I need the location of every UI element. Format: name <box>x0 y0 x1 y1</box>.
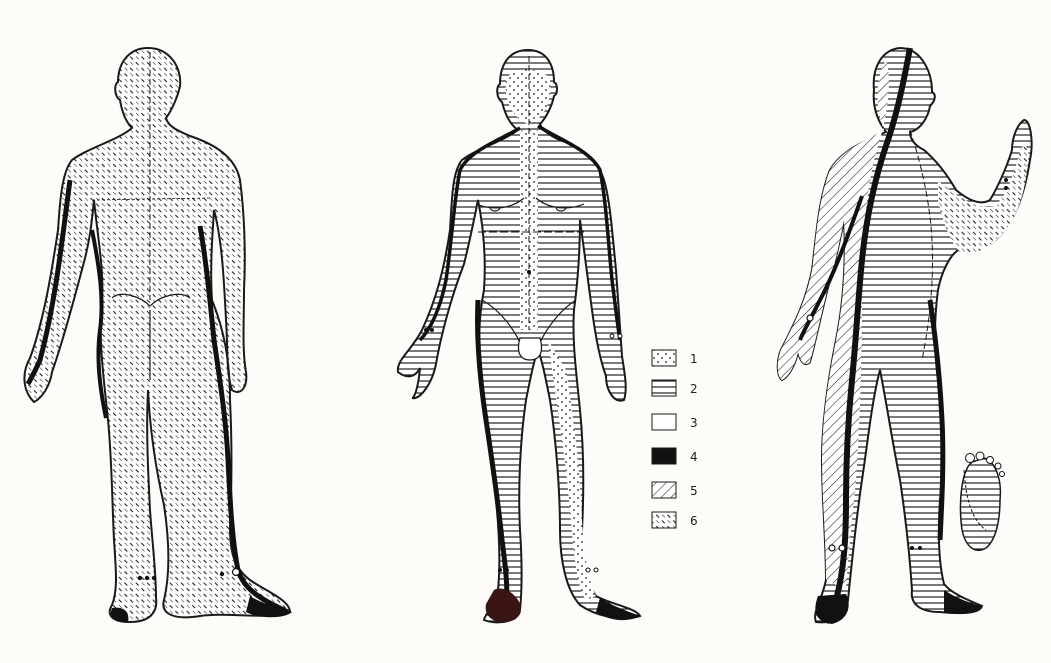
side-wrist-ring <box>807 315 813 321</box>
sole-toe <box>995 463 1001 469</box>
sole-inset <box>960 458 1000 550</box>
side-ankle-ring <box>839 545 845 551</box>
legend-item: 5 <box>652 482 698 498</box>
front-ankle-point <box>505 568 509 572</box>
front-ankle-point <box>498 568 502 572</box>
side-ankle-point <box>918 546 922 550</box>
legend-item: 4 <box>652 448 698 464</box>
back-ankle-point <box>145 576 149 580</box>
front-wrist-ring <box>610 334 614 338</box>
legend-label: 6 <box>690 514 698 528</box>
back-body-figure <box>24 48 292 622</box>
legend-swatch-solid <box>652 448 676 464</box>
sole-toe <box>966 454 975 463</box>
side-wrist-point <box>1004 186 1008 190</box>
legend-label: 2 <box>690 382 698 396</box>
front-ankle-ring <box>586 568 590 572</box>
legend-item: 1 <box>652 350 698 366</box>
legend-label: 1 <box>690 352 698 366</box>
front-genital <box>518 338 541 360</box>
sole-toe <box>987 457 994 464</box>
legend-item: 3 <box>652 414 698 430</box>
legend-swatch-dashed-diagonal <box>652 512 676 528</box>
legend-label: 5 <box>690 484 698 498</box>
front-right-foot-mark <box>596 598 640 620</box>
side-wrist-point <box>1004 178 1008 182</box>
back-ankle-point <box>138 576 142 580</box>
sole-toe <box>976 452 984 460</box>
front-wrist-point <box>424 328 428 332</box>
front-body-outline <box>398 50 640 622</box>
front-wrist-ring <box>618 334 622 338</box>
side-ankle-point <box>910 546 914 550</box>
back-ankle-point <box>152 576 156 580</box>
front-wrist-point <box>430 328 434 332</box>
back-ankle-ring <box>233 569 240 576</box>
legend-item: 2 <box>652 380 698 396</box>
legend-label: 3 <box>690 416 698 430</box>
front-body-figure <box>398 50 640 622</box>
side-body-figure <box>778 48 1032 624</box>
side-left-foot-mark <box>815 594 848 624</box>
legend-swatch-blank <box>652 414 676 430</box>
side-ankle-ring <box>829 545 835 551</box>
side-right-foot-mark <box>944 590 982 614</box>
legend: 1 2 3 4 5 6 <box>652 350 698 528</box>
legend-swatch-hlines <box>652 380 676 396</box>
legend-label: 4 <box>690 450 698 464</box>
legend-swatch-dots <box>652 350 676 366</box>
legend-swatch-diagonal <box>652 482 676 498</box>
back-body-outline <box>24 48 290 622</box>
front-ankle-ring <box>594 568 598 572</box>
sole-toe <box>1000 472 1005 477</box>
front-navel <box>527 270 531 274</box>
back-ankle-point <box>220 572 224 576</box>
legend-item: 6 <box>652 512 698 528</box>
